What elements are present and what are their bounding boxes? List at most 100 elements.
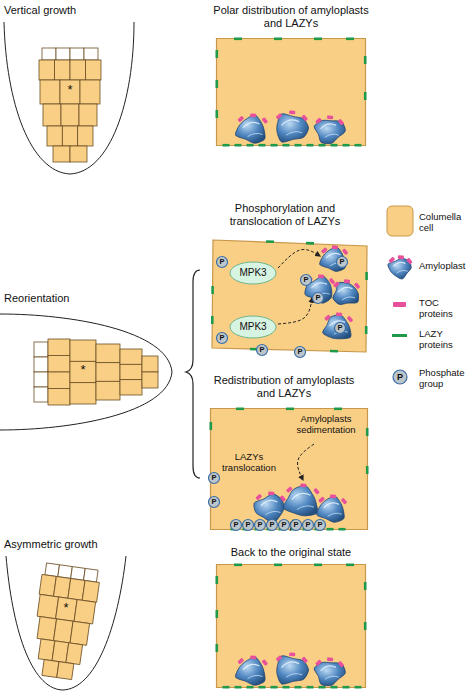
amyloplast-highlight xyxy=(286,132,302,136)
lazy-protein xyxy=(334,407,342,410)
toc-protein xyxy=(276,655,283,662)
columella-tier-cell xyxy=(82,580,99,602)
columella-tier-cell xyxy=(86,60,102,80)
phosphate-circle xyxy=(301,275,312,286)
lazy-protein xyxy=(271,144,278,147)
node-shape xyxy=(216,564,366,688)
phosphate-label: P xyxy=(256,344,268,356)
phosphate-circle xyxy=(217,333,228,344)
columella-tier-cell xyxy=(142,356,158,372)
phosphate-label: P xyxy=(242,519,254,531)
columella-tier-cell xyxy=(47,126,62,146)
phosphate-label: P xyxy=(208,496,220,508)
lazy-protein xyxy=(355,686,362,689)
toc-protein xyxy=(338,119,345,126)
lazy-protein xyxy=(211,286,214,294)
lazy-protein xyxy=(235,686,242,689)
amyloplast xyxy=(283,485,317,515)
legend-sample xyxy=(392,334,407,337)
phosphate-circle xyxy=(243,520,254,531)
kinase-node: MPK3 xyxy=(230,262,276,284)
toc-protein xyxy=(338,661,345,668)
columella-tier-cell xyxy=(70,48,84,60)
columella-tier-cell xyxy=(70,621,90,645)
columella-tier-cell xyxy=(70,146,87,162)
amyloplast-highlight xyxy=(397,271,408,273)
phosphate-circle xyxy=(335,323,346,334)
lazy-protein xyxy=(211,316,214,324)
amyloplast-highlight xyxy=(297,506,314,510)
amyloplast-highlight xyxy=(248,675,263,678)
phosphate-label: P xyxy=(208,472,220,484)
lazy-protein xyxy=(327,528,334,531)
lazy-protein xyxy=(314,37,322,40)
lazy-protein xyxy=(343,686,350,689)
amyloplast-highlight xyxy=(321,666,336,671)
amyloplast xyxy=(323,315,351,339)
lazy-protein xyxy=(343,144,350,147)
toc-protein xyxy=(333,281,340,288)
columella-tier-cell xyxy=(43,104,61,126)
amyloplast-highlight xyxy=(325,676,339,679)
phosphate-circle xyxy=(267,520,278,531)
amyloplast-highlight xyxy=(312,283,327,288)
lazy-protein xyxy=(286,407,294,410)
phosphate-label: P xyxy=(266,519,278,531)
columella-tier-cell xyxy=(120,349,142,364)
toc-protein xyxy=(250,113,256,117)
toc-protein xyxy=(329,278,336,285)
phosphate-circle xyxy=(295,347,306,358)
toc-protein xyxy=(250,655,256,659)
panel-heading: Phosphorylation and translocation of LAZ… xyxy=(205,202,365,227)
legend-sample xyxy=(393,302,406,307)
lazy-protein xyxy=(364,92,367,100)
columella-tier-cell xyxy=(142,372,158,388)
panel-heading: Polar distribution of amyloplasts and LA… xyxy=(211,4,371,29)
lazy-protein xyxy=(223,686,230,689)
toc-protein xyxy=(398,255,404,259)
columella-tier-cell xyxy=(80,80,100,104)
lazy-protein xyxy=(247,686,254,689)
stage-label: Vertical growth xyxy=(4,4,134,17)
root-tip: Reorientation* xyxy=(0,310,178,434)
columella-cell xyxy=(217,565,366,688)
cell-panel: Phosphorylation and translocation of LAZ… xyxy=(210,236,370,354)
toc-protein xyxy=(276,113,283,120)
columella-tier-cell xyxy=(60,80,80,104)
amyloplast-highlight xyxy=(248,133,263,136)
kinase-node: MPK3 xyxy=(230,316,276,338)
lazy-protein xyxy=(216,110,219,118)
phosphate-circle xyxy=(393,370,407,384)
legend-text: Amyloplast xyxy=(419,261,474,272)
phosphate-label: P xyxy=(314,519,326,531)
node-shape xyxy=(210,236,370,354)
amyloplast xyxy=(277,656,309,684)
kinase-ellipse xyxy=(230,316,276,338)
toc-protein xyxy=(318,274,324,278)
toc-protein xyxy=(321,247,328,254)
lazy-protein xyxy=(330,350,338,353)
phosphate-label: P xyxy=(278,519,290,531)
columella-tier-cell xyxy=(39,60,55,80)
amyloplast-highlight xyxy=(330,321,345,326)
lazy-protein xyxy=(234,563,242,566)
columella-tier-cell xyxy=(53,146,70,162)
lazy-protein xyxy=(365,326,368,334)
toc-protein xyxy=(268,491,274,495)
amyloplast-highlight xyxy=(321,124,336,129)
columella-tier-cell xyxy=(34,357,48,372)
amyloplast-highlight xyxy=(243,664,260,669)
legend-sample xyxy=(388,255,413,279)
amyloplast xyxy=(235,657,265,685)
toc-protein xyxy=(301,656,308,663)
toc-protein xyxy=(318,496,325,503)
columella-tier-cell xyxy=(61,104,79,126)
amyloplast-highlight xyxy=(342,297,355,300)
translocation-arrow xyxy=(290,520,293,531)
lazy-protein xyxy=(274,37,282,40)
lazy-protein xyxy=(306,242,314,245)
columella-tier-cell xyxy=(79,104,97,126)
amyloplast-highlight xyxy=(326,253,340,258)
amyloplast-highlight xyxy=(266,511,281,514)
